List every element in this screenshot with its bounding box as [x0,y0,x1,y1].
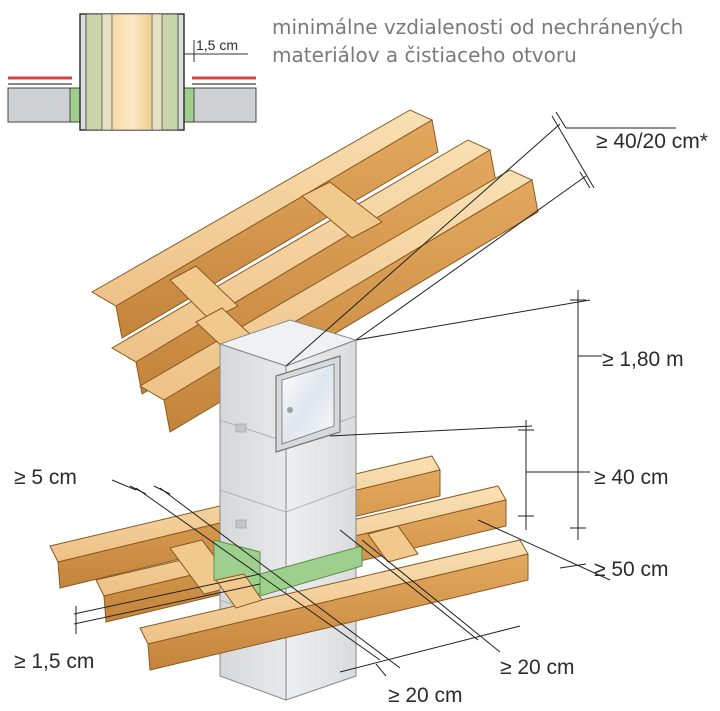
section-inset: 1,5 cm [7,13,257,131]
dim-50-leader [559,563,587,569]
inset-mantle-left [85,13,103,131]
dim-roof-ext-1 [285,123,561,367]
dim-15-ext-1 [73,573,261,615]
dim-40-ext-top [329,425,533,437]
title-line-2: materiálov a čistiaceho otvoru [272,43,577,67]
dim-5-ext-2 [159,487,401,669]
joist-front-1-side [147,553,529,671]
block-joint-r2 [285,485,357,513]
inset-insulation-right [183,87,195,123]
title-line-1: minimálne vzdialenosti od nechránených [272,15,683,39]
label-left-bottom: ≥ 1,5 cm [14,650,94,673]
joist-cross-front [215,573,263,609]
label-left-top: ≥ 5 cm [14,466,77,489]
block-joint-l2 [219,489,287,513]
block-recess-2 [235,519,247,529]
block-recess-1 [235,423,247,433]
dim-5-leader [111,479,137,491]
dim-roof-tick-2 [579,171,591,189]
inset-mantle-right [161,13,179,131]
rafter-cross-lower [169,265,239,321]
dimension-lines [73,111,676,677]
dim-180-ext-top [355,299,591,341]
dim-20a-ext-2 [361,539,501,653]
dim-roof-ext-2 [355,175,587,341]
dim-20a-ext-1 [339,529,479,641]
floor-joists-front [139,539,529,671]
dim-roof-line [551,115,595,189]
dim-20b-tick [375,663,387,677]
dimension-labels: ≥ 40/20 cm* ≥ 1,80 m ≥ 40 cm ≥ 50 cm ≥ 5… [14,130,708,707]
dim-50-line [477,519,611,581]
inset-slab-left [7,87,71,123]
inset-flue [111,13,153,131]
dim-5-tick-2 [153,485,171,495]
label-door-bottom: ≥ 40 cm [594,466,669,489]
label-bottom-right: ≥ 20 cm [500,656,575,679]
label-roof-clearance: ≥ 40/20 cm* [596,130,708,153]
label-door-height: ≥ 1,80 m [602,348,684,371]
inset-slab-right [193,87,257,123]
dim-20-base [339,625,521,673]
dim-5-tick-1 [129,485,147,495]
inset-insulation-left [69,87,81,123]
dim-15-ext-2 [73,583,261,625]
floor-insulation-front [259,545,363,597]
dim-roof-tick-1 [555,111,567,129]
cleanout-door-knob [287,407,293,413]
block-joint-l1 [219,419,287,443]
cleanout-door-glass [281,363,335,445]
joist-cross-right [367,525,419,563]
inset-insul-right [151,13,163,131]
inset-dim-label: 1,5 cm [196,37,238,53]
label-bottom-center: ≥ 20 cm [388,684,463,707]
label-beam-front: ≥ 50 cm [594,558,669,581]
inset-insul-left [101,13,113,131]
rafter-cross-upper [301,181,383,239]
